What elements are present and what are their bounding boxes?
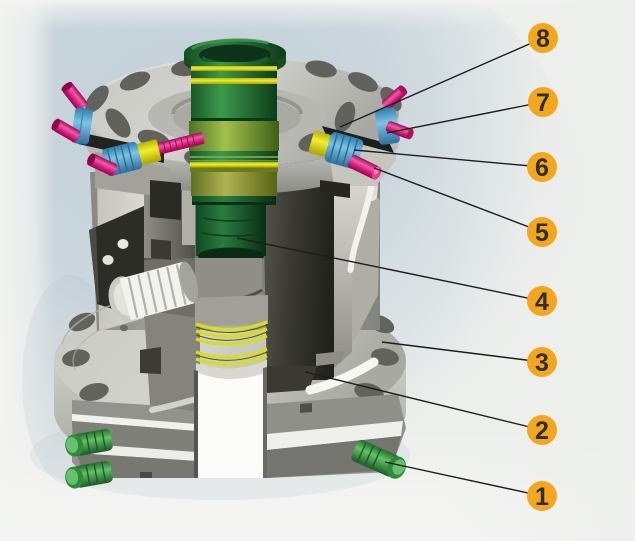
- svg-text:1: 1: [535, 483, 549, 511]
- svg-text:6: 6: [535, 154, 549, 182]
- svg-text:7: 7: [536, 89, 550, 117]
- svg-text:2: 2: [535, 417, 549, 445]
- svg-text:5: 5: [535, 219, 549, 247]
- svg-text:8: 8: [536, 25, 550, 53]
- svg-text:4: 4: [535, 288, 549, 316]
- svg-text:3: 3: [535, 349, 549, 377]
